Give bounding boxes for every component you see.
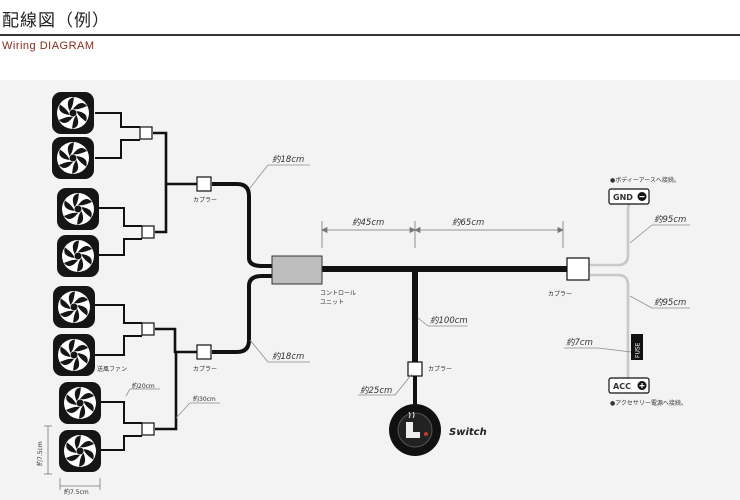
fan-label: 送風ファン [97, 365, 127, 373]
switch-label: Switch [449, 427, 487, 438]
fan-icon [57, 235, 99, 277]
length-label-20: 約20cm [132, 382, 155, 390]
coupler-label-top: カプラー [193, 197, 217, 204]
coupler-mid [196, 344, 212, 360]
fan-height-dimension: 約7.5cm [36, 441, 44, 466]
fan-width-dimension: 約7.5cm [64, 488, 89, 496]
length-label-gnd: 約95cm [654, 214, 686, 225]
coupler-label-switch: カプラー [428, 366, 452, 373]
coupler-right [566, 257, 590, 281]
length-label-bottom: 約18cm [272, 351, 304, 362]
fan-icon [53, 286, 95, 328]
coupler-label-right: カプラー [548, 291, 572, 298]
fuse-icon [631, 334, 643, 360]
fan-icon [59, 430, 101, 472]
control-unit-label: コントロール [320, 290, 356, 297]
gnd-label: GND [613, 193, 633, 202]
fan-icon-group [52, 92, 101, 472]
gnd-note: ●ボディーアースへ接続。 [610, 176, 680, 184]
acc-terminal [608, 377, 650, 394]
length-label-acc: 約95cm [654, 297, 686, 308]
gnd-terminal [608, 188, 650, 205]
fan-icon [53, 334, 95, 376]
length-label-top: 約18cm [272, 154, 304, 165]
length-label-65: 約65cm [452, 217, 484, 228]
coupler-small [141, 225, 155, 239]
length-label-30: 約30cm [193, 395, 216, 403]
control-unit [271, 255, 323, 285]
fan-icon [57, 188, 99, 230]
main-branch-wires [212, 182, 272, 354]
leader-lines [125, 164, 690, 419]
acc-label: ACC [613, 382, 631, 391]
switch-icon [389, 404, 441, 456]
fan-wires [95, 112, 142, 451]
length-label-7: 約7cm [566, 337, 593, 348]
coupler-mid [196, 176, 212, 192]
fan-icon [52, 137, 94, 179]
fan-icon [59, 382, 101, 424]
trunk-wire [322, 266, 567, 362]
page-subtitle: Wiring DIAGRAM [2, 40, 95, 52]
coupler-switch [407, 361, 423, 377]
title-rule [0, 34, 740, 36]
coupler-small [141, 322, 155, 336]
length-label-100: 約100cm [430, 315, 468, 326]
coupler-small [139, 126, 153, 140]
coupler-small [141, 422, 155, 436]
fan-icon [52, 92, 94, 134]
coupler-group [139, 126, 590, 436]
length-label-45: 約45cm [352, 217, 384, 228]
control-unit-label-2: ユニット [320, 299, 344, 306]
fuse-label: FUSE [635, 342, 642, 358]
length-label-25: 約25cm [360, 385, 392, 396]
branch-wires [153, 131, 197, 431]
dimension-lines [44, 221, 564, 490]
acc-note: ●アクセサリー電源へ接続。 [610, 399, 687, 407]
page-title: 配線図（例） [2, 11, 110, 31]
coupler-label-bottom: カプラー [193, 366, 217, 373]
diagram-panel [0, 80, 740, 500]
